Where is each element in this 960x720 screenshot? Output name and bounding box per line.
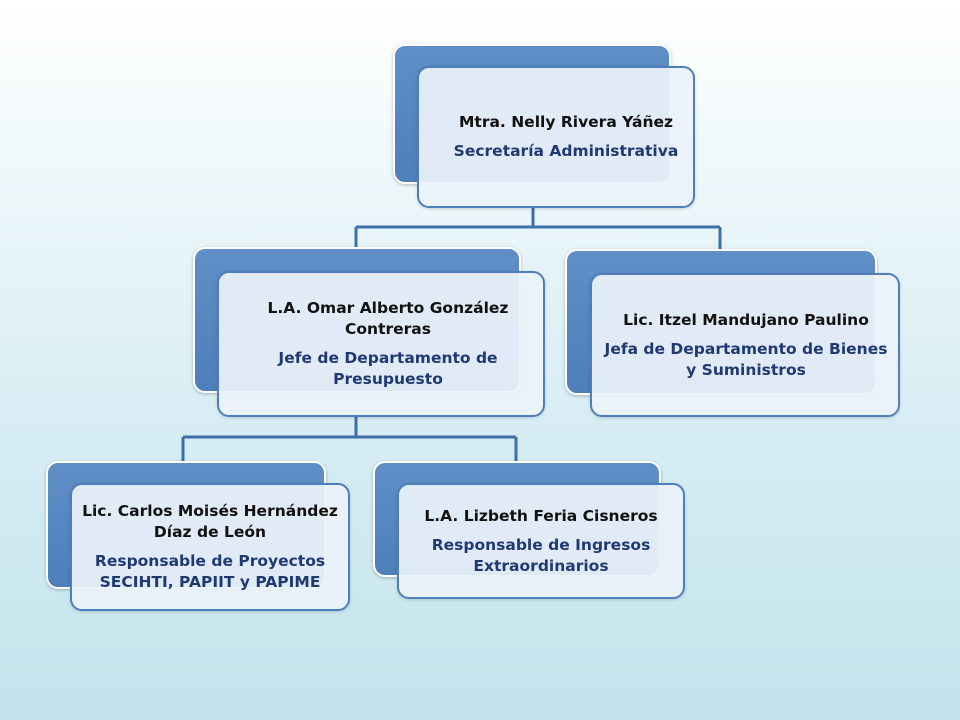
node-name: Lic. Carlos Moisés Hernández Díaz de Leó… bbox=[82, 502, 338, 541]
node-name: L.A. Lizbeth Feria Cisneros bbox=[424, 506, 658, 525]
connector-presupuesto-to-level3 bbox=[181, 416, 518, 461]
node-role: Jefa de Departamento de Bienes y Suminis… bbox=[604, 339, 888, 379]
node-role: Responsable de Ingresos Extraordinarios bbox=[431, 535, 651, 575]
node-name: Lic. Itzel Mandujano Paulino bbox=[623, 310, 869, 329]
node-role: Secretaría Administrativa bbox=[453, 142, 679, 160]
node-name: L.A. Omar Alberto González Contreras bbox=[267, 299, 509, 338]
node-role: Jefe de Departamento de Presupuesto bbox=[278, 349, 498, 388]
node-role: Responsable de Proyectos SECIHTI, PAPIIT… bbox=[94, 552, 326, 591]
connector-root-to-level2 bbox=[354, 208, 722, 249]
node-name: Mtra. Nelly Rivera Yáñez bbox=[458, 113, 674, 131]
